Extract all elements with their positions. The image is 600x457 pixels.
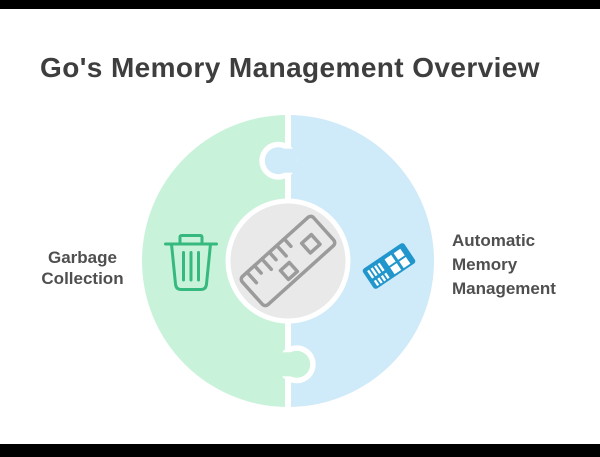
label-automatic-memory-management: Automatic Memory Management (452, 229, 597, 301)
puzzle-knob-top-tab (264, 147, 292, 175)
puzzle-knob-bottom (277, 345, 316, 384)
label-line: Management (452, 279, 556, 298)
puzzle-piece-left-green (142, 115, 288, 407)
label-line: Collection (41, 269, 124, 288)
label-line: Memory (452, 255, 518, 274)
ruler-icon (239, 214, 337, 308)
label-garbage-collection: Garbage Collection (20, 247, 145, 289)
puzzle-knob-bottom-tab (283, 350, 311, 378)
puzzle-knob-top (259, 141, 298, 180)
diagram-title: Go's Memory Management Overview (40, 52, 540, 83)
ram-icon (362, 243, 416, 289)
puzzle-piece-right-blue (288, 115, 434, 407)
label-line: Automatic (452, 231, 536, 250)
trash-icon (164, 234, 218, 291)
top-letterbox-bar (0, 0, 600, 9)
center-hub-circle (225, 198, 351, 324)
bottom-letterbox-bar (0, 444, 600, 457)
label-line: Garbage (48, 248, 117, 267)
